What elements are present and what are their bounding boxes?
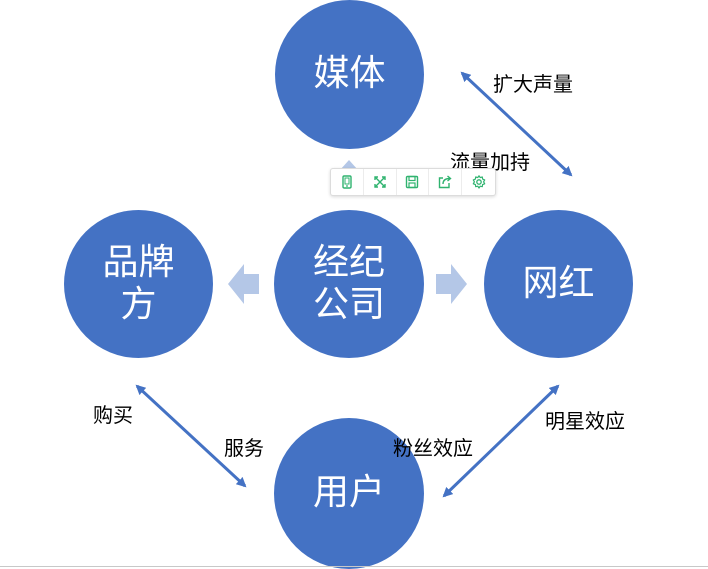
- share-icon: [439, 175, 452, 189]
- agency-to-influencer-arrow: [436, 264, 467, 304]
- floating-toolbar: [330, 168, 496, 196]
- label-star: 明星效应: [545, 409, 625, 433]
- label-amplify: 扩大声量: [493, 72, 573, 96]
- agency-to-media-arrow: [340, 160, 358, 170]
- tablet-button[interactable]: [331, 169, 364, 195]
- node-agency: 经纪 公司: [274, 210, 424, 358]
- node-media: 媒体: [275, 0, 424, 149]
- brand-user-arrow: [135, 384, 247, 488]
- label-traffic: 流量加持: [450, 150, 530, 174]
- expand-icon: [373, 176, 386, 188]
- user-influencer-arrow: [442, 384, 560, 498]
- label-fans: 粉丝效应: [393, 436, 473, 460]
- label-service: 服务: [224, 436, 264, 460]
- settings-button[interactable]: [462, 169, 495, 195]
- tablet-icon: [342, 175, 352, 189]
- label-buy: 购买: [93, 403, 133, 427]
- save-icon: [406, 175, 419, 189]
- media-influencer-arrow: [460, 71, 573, 177]
- bottom-divider: [0, 566, 708, 567]
- save-button[interactable]: [397, 169, 430, 195]
- node-influencer: 网红: [484, 210, 633, 358]
- agency-to-brand-arrow: [228, 264, 259, 304]
- share-button[interactable]: [429, 169, 463, 195]
- settings-icon: [472, 175, 485, 189]
- node-brand: 品牌 方: [64, 210, 213, 358]
- node-user: 用户: [274, 418, 424, 569]
- expand-button[interactable]: [364, 169, 397, 195]
